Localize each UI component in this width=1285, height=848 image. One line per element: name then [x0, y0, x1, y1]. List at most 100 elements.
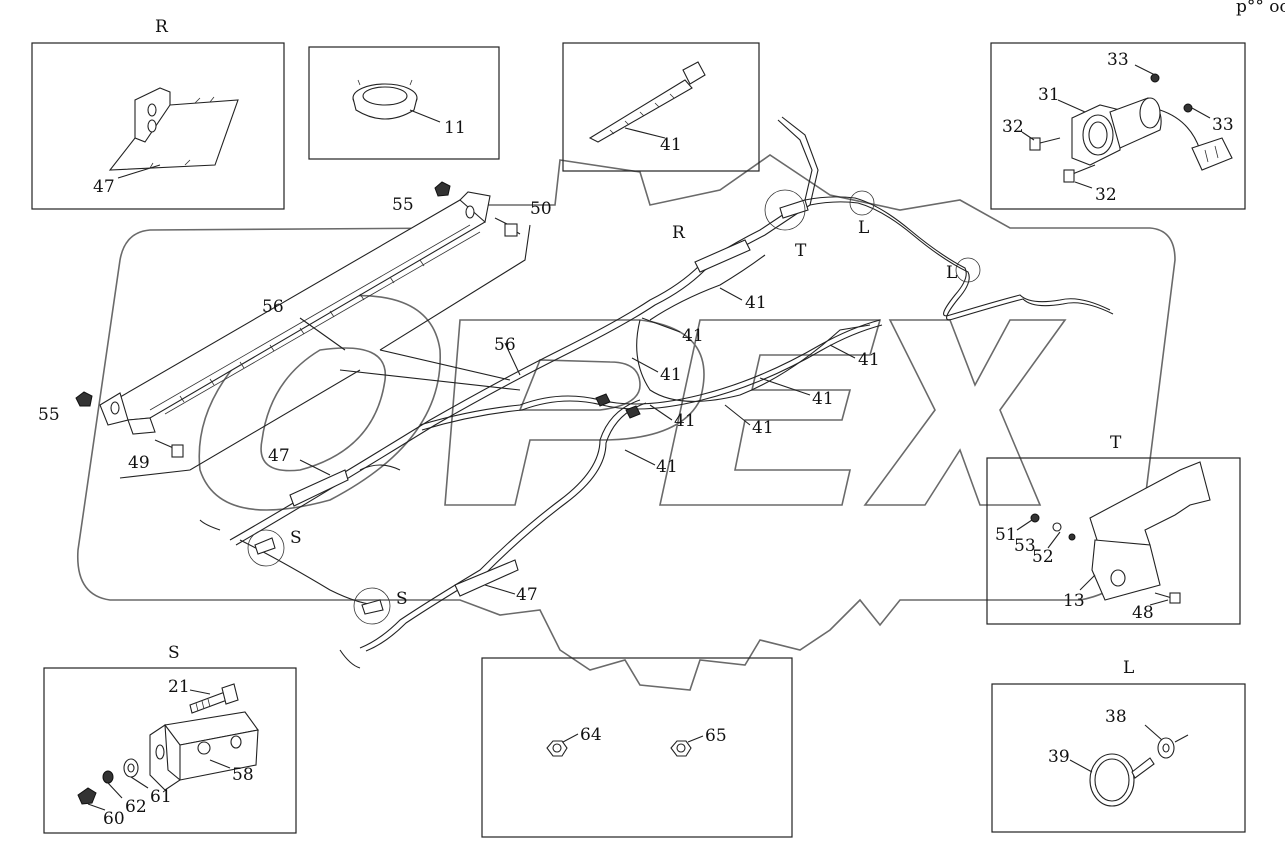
label-t: T	[795, 241, 807, 261]
washers-s	[77, 758, 139, 805]
bracket-part-47	[108, 87, 239, 171]
label-41-c: 41	[660, 365, 682, 385]
label-s-left: S	[290, 528, 302, 548]
label-50: 50	[530, 199, 552, 219]
detail-box-nuts: 64 65	[481, 657, 793, 838]
label-l-mid: L	[946, 263, 957, 283]
nut-part-33-b	[1183, 103, 1193, 113]
label-47-r: 47	[93, 177, 115, 197]
main-labels: 55 50 56 56 55 49 47 47 R T L L S S 41 4…	[38, 195, 957, 609]
label-r: R	[672, 223, 686, 243]
watermark-letter-o	[198, 294, 441, 511]
detail-box-s: S 21 58 61 62 60	[43, 643, 297, 834]
label-55-left: 55	[38, 405, 60, 425]
label-41-box: 41	[660, 135, 682, 155]
socket-part-31	[1071, 97, 1162, 166]
cable-plug	[1159, 109, 1233, 171]
detail-box-t: T 51 53 52 13 48	[986, 433, 1241, 625]
circle-s-left	[247, 529, 285, 567]
detail-box-cable-tie-frame	[562, 42, 760, 172]
label-55-top: 55	[392, 195, 414, 215]
detail-box-r-title: R	[155, 17, 169, 37]
detail-box-grommet: 11	[308, 46, 500, 160]
detail-box-r: R 47	[31, 17, 285, 210]
label-41-g: 41	[752, 418, 774, 438]
detail-box-connector-frame	[990, 42, 1246, 210]
label-61: 61	[150, 787, 172, 807]
label-33-top: 33	[1107, 50, 1129, 70]
label-56-left: 56	[262, 297, 284, 317]
cable-tie-part-41	[588, 61, 706, 143]
label-39: 39	[1048, 747, 1070, 767]
label-21: 21	[168, 677, 190, 697]
label-41-b: 41	[682, 326, 704, 346]
detail-box-cable-tie: 41	[562, 42, 760, 172]
label-32-bottom: 32	[1095, 185, 1117, 205]
detail-box-grommet-frame	[308, 46, 500, 160]
wiring-harness	[199, 116, 1114, 669]
circle-t	[764, 189, 806, 231]
label-49: 49	[128, 453, 150, 473]
watermark-letter-x	[863, 319, 1067, 506]
detail-box-l: L 38 39	[991, 658, 1246, 833]
label-47-bottom: 47	[516, 585, 538, 605]
watermark-letter-e	[659, 319, 882, 506]
bolt-part-21	[189, 683, 239, 714]
rail-part-56	[99, 191, 491, 435]
label-53: 53	[1014, 536, 1036, 556]
detail-box-s-title: S	[168, 643, 180, 663]
corner-mark: p°° ooo	[1236, 0, 1285, 17]
detail-box-nuts-frame	[481, 657, 793, 838]
bracket-part-13	[1089, 461, 1211, 601]
label-48: 48	[1132, 603, 1154, 623]
nut-part-64	[546, 740, 568, 757]
screw-part-32-a	[1029, 137, 1061, 151]
detail-box-r-frame	[31, 42, 285, 210]
label-58: 58	[232, 765, 254, 785]
label-62: 62	[125, 797, 147, 817]
detail-box-s-frame	[43, 667, 297, 834]
circle-l-top	[849, 190, 875, 216]
fasteners-t	[1030, 513, 1181, 604]
detail-box-l-frame	[991, 683, 1246, 833]
watermark-letter-p	[444, 319, 705, 506]
watermark	[77, 154, 1176, 691]
fasteners-main	[75, 181, 521, 458]
nut-part-65	[670, 740, 692, 757]
label-11: 11	[444, 118, 466, 138]
label-60: 60	[103, 809, 125, 829]
label-13: 13	[1063, 591, 1085, 611]
label-l-top: L	[858, 218, 869, 238]
detail-box-t-frame	[986, 457, 1241, 625]
label-41-h: 41	[656, 457, 678, 477]
detail-box-connector: 33 31 32 33 32	[990, 42, 1246, 210]
label-41-f: 41	[674, 411, 696, 431]
label-32-left: 32	[1002, 117, 1024, 137]
screw-part-32-b	[1063, 164, 1096, 183]
grommet-part-39	[1089, 753, 1155, 807]
bracket-part-58	[149, 711, 259, 791]
label-41-e: 41	[812, 389, 834, 409]
nut-part-33-a	[1150, 73, 1160, 83]
label-41-d: 41	[858, 350, 880, 370]
washer-part-38	[1157, 734, 1189, 759]
label-47-mid: 47	[268, 446, 290, 466]
label-41-a: 41	[745, 293, 767, 313]
label-33-right: 33	[1212, 115, 1234, 135]
grommet-part-11	[352, 79, 418, 120]
label-38: 38	[1105, 707, 1127, 727]
label-56-mid: 56	[494, 335, 516, 355]
detail-box-l-title: L	[1123, 658, 1134, 678]
circle-l-mid	[955, 257, 981, 283]
label-31: 31	[1038, 85, 1060, 105]
label-51: 51	[995, 525, 1017, 545]
detail-circles	[247, 189, 981, 625]
label-s-bottom: S	[396, 589, 408, 609]
detail-box-t-title: T	[1110, 433, 1122, 453]
circle-s-bottom	[353, 587, 391, 625]
label-65: 65	[705, 726, 727, 746]
label-52: 52	[1032, 547, 1054, 567]
label-64: 64	[580, 725, 602, 745]
watermark-gear-outline	[77, 154, 1176, 691]
